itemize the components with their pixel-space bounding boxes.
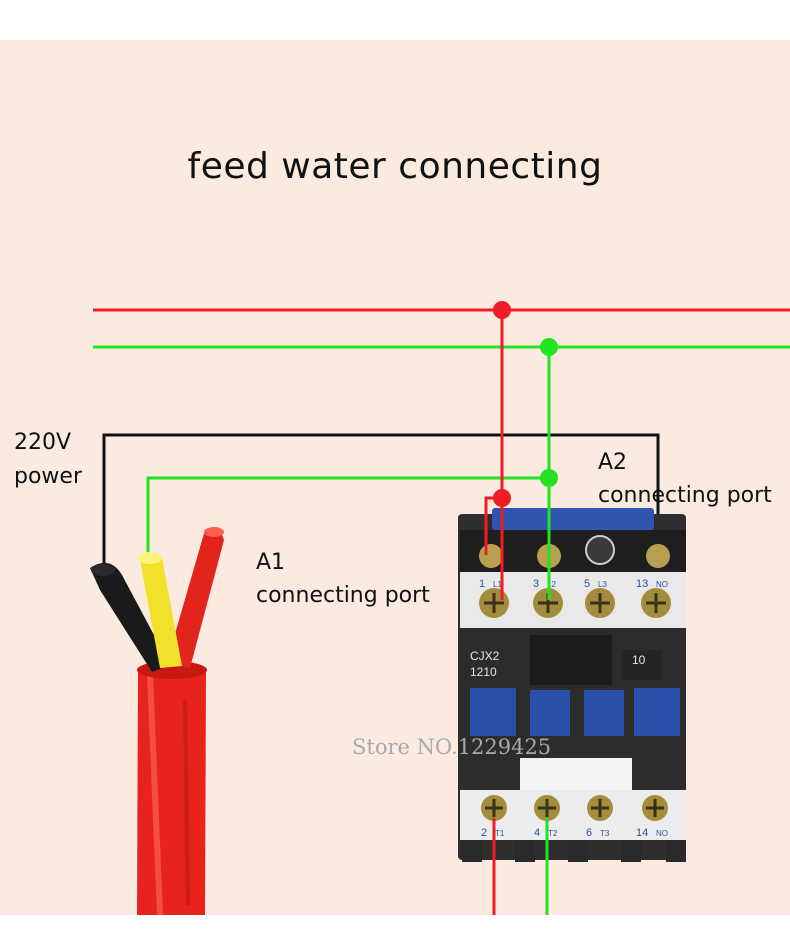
contactor-button-mid-left	[530, 690, 570, 736]
contactor-button-left	[470, 688, 516, 736]
model-line-2: 1210	[470, 665, 497, 679]
contactor-button-mid-right	[584, 690, 624, 736]
top-terminal-num-3: 3	[533, 578, 539, 590]
port-a2-name: A2	[598, 450, 628, 475]
top-terminal-num-13: 13	[636, 578, 648, 590]
terminal-screw-6	[587, 795, 613, 821]
top-terminal-tag-1: L1	[493, 580, 502, 589]
store-watermark: Store NO.1229425	[352, 735, 552, 759]
bottom-terminal-tag-14: NO	[656, 829, 668, 838]
rating-label: 10	[632, 653, 646, 667]
contactor-button-right	[634, 688, 680, 736]
power-cable	[90, 527, 224, 916]
terminal-screw-5	[585, 588, 615, 618]
red-terminal-junction-dot	[493, 489, 511, 507]
top-terminal-tag-3: L2	[547, 580, 556, 589]
port-a1-label: connecting port	[256, 583, 430, 608]
terminal-screw-14	[642, 795, 668, 821]
a2-junction-dot	[540, 469, 558, 487]
neutral-junction-dot	[540, 338, 558, 356]
black-control-wire	[102, 433, 660, 568]
bottom-terminal-num-14: 14	[636, 827, 648, 839]
terminal-screw-13	[641, 588, 671, 618]
bottom-terminal-num-6: 6	[586, 827, 592, 839]
bottom-terminal-num-4: 4	[534, 827, 540, 839]
contactor: 1 L1 3 L2 5 L3 13 NO CJX2 1210 10 2 T1 4…	[458, 508, 686, 862]
diagram-title: feed water connecting	[187, 146, 603, 187]
bottom-terminal-num-2: 2	[481, 827, 487, 839]
terminal-screw-2	[481, 795, 507, 821]
top-terminal-num-5: 5	[584, 578, 590, 590]
bottom-terminal-tag-4: T2	[548, 829, 558, 838]
port-a1-name: A1	[256, 550, 286, 575]
bottom-terminal-tag-2: T1	[495, 829, 505, 838]
top-terminal-tag-13: NO	[656, 580, 668, 589]
top-terminal-num-1: 1	[479, 578, 485, 590]
terminal-screw-4	[534, 795, 560, 821]
terminal-screw-1	[479, 588, 509, 618]
live-junction-dot	[493, 301, 511, 319]
top-terminal-tag-5: L3	[598, 580, 607, 589]
bottom-terminal-tag-6: T3	[600, 829, 610, 838]
port-a2-label: connecting port	[598, 483, 772, 508]
power-label: power	[14, 464, 82, 489]
power-voltage-label: 220V	[14, 430, 72, 455]
green-control-wire	[146, 476, 549, 560]
model-line-1: CJX2	[470, 649, 500, 663]
